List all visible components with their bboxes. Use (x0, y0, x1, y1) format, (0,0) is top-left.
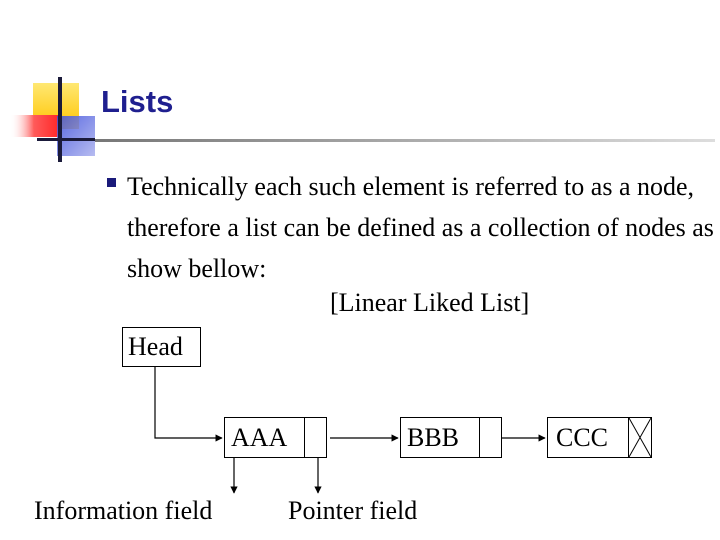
node-bbb: BBB (400, 417, 502, 458)
node-aaa: AAA (224, 417, 327, 458)
node-aaa-pointer-cell (304, 417, 327, 458)
node-bbb-info-cell: BBB (400, 417, 480, 458)
pointer-field-label: Pointer field (288, 496, 418, 525)
slide-decoration (10, 77, 715, 162)
information-field-label: Information field (34, 496, 213, 525)
node-aaa-value: AAA (231, 423, 288, 452)
bullet-text: Technically each such element is referre… (127, 172, 714, 283)
node-aaa-info-cell: AAA (224, 417, 305, 458)
bullet-marker (107, 178, 116, 187)
diagram-caption: [Linear Liked List] (330, 288, 530, 317)
slide-title: Lists (101, 84, 174, 119)
head-label: Head (128, 332, 183, 361)
node-bbb-value: BBB (407, 423, 460, 452)
node-ccc: CCC (547, 417, 652, 458)
head-box: Head (122, 327, 201, 367)
node-ccc-null-pointer-cell (628, 417, 652, 458)
node-bbb-pointer-cell (479, 417, 502, 458)
node-ccc-value: CCC (556, 423, 609, 452)
head-pointer-arrow (154, 367, 223, 442)
node-ccc-info-cell: CCC (547, 417, 629, 458)
null-pointer-cross-icon (629, 418, 651, 457)
